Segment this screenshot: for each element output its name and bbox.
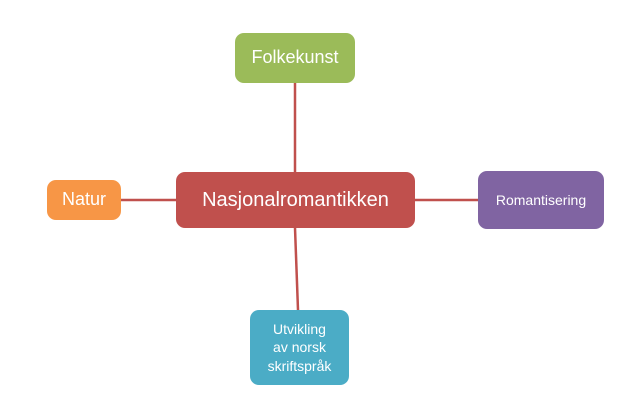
center-node-label: Nasjonalromantikken: [202, 189, 389, 211]
node-romantisering-label: Romantisering: [495, 191, 587, 208]
node-romantisering[interactable]: Romantisering: [478, 171, 604, 229]
node-natur-label: Natur: [61, 189, 106, 210]
node-skriftsprak-line-1: Utvikling: [273, 321, 326, 338]
center-node[interactable]: Nasjonalromantikken: [176, 172, 415, 228]
node-skriftsprak-line-3: skriftspråk: [267, 357, 332, 374]
node-folkekunst-label: Folkekunst: [251, 47, 339, 68]
node-skriftsprak-line-2: av norsk: [273, 339, 326, 356]
node-skriftsprak-label: Utvikling av norsk skriftspråk: [268, 320, 332, 375]
node-natur[interactable]: Natur: [47, 180, 121, 220]
node-skriftsprak[interactable]: Utvikling av norsk skriftspråk: [250, 310, 349, 385]
node-folkekunst[interactable]: Folkekunst: [235, 33, 355, 83]
connector-bottom: [293, 227, 300, 311]
